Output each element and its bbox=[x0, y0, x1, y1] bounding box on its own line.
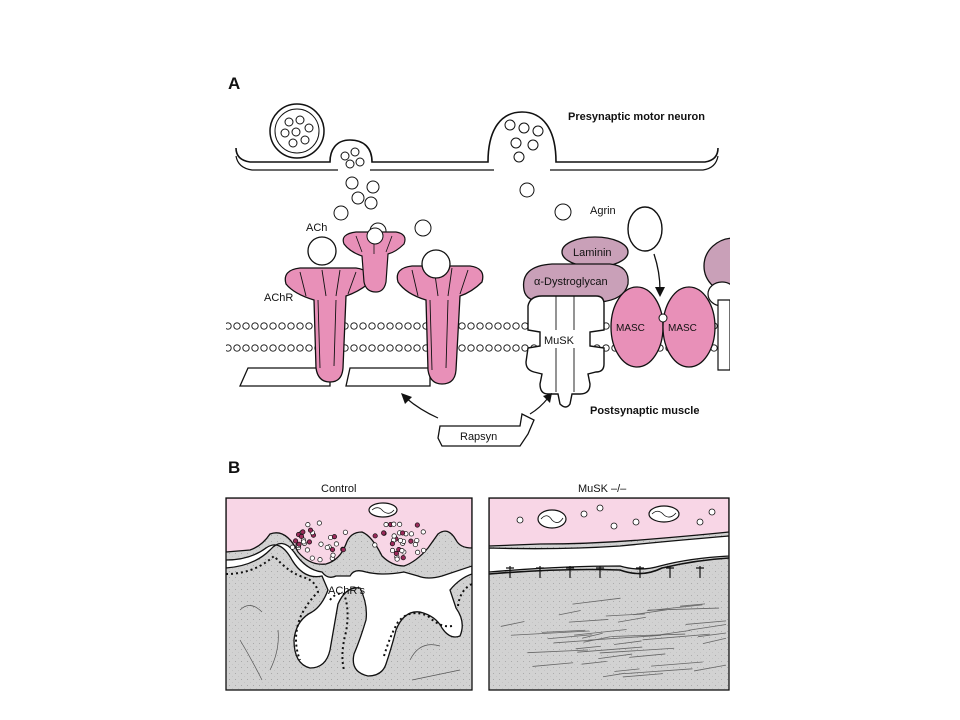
musk-label: MuSK bbox=[544, 335, 575, 347]
knockout-synaptic-cleft bbox=[489, 535, 729, 573]
masc-label-2: MASC bbox=[668, 323, 697, 334]
control-title: Control bbox=[321, 483, 356, 495]
rapsyn-label: Rapsyn bbox=[460, 431, 497, 443]
knockout-myofibrils bbox=[500, 597, 727, 678]
control-nerve-terminal bbox=[226, 498, 472, 567]
control-vesicle-cluster bbox=[289, 520, 427, 563]
rapsyn-arrow-left-head bbox=[401, 393, 412, 404]
knockout-mitochondrion-2 bbox=[648, 505, 680, 523]
panel-a-diagram: ACh AChR Agrin Laminin α-Dystroglycan Mu… bbox=[226, 103, 730, 447]
presynaptic-label: Presynaptic motor neuron bbox=[568, 111, 705, 123]
musk-knockout-panel bbox=[488, 497, 730, 691]
rapsyn-molecule bbox=[437, 413, 535, 447]
laminin-label: Laminin bbox=[573, 247, 612, 259]
control-muscle-texture bbox=[239, 605, 461, 681]
achr-receptor-1 bbox=[284, 236, 370, 383]
presynaptic-membrane bbox=[235, 111, 719, 163]
knockout-mitochondrion-1 bbox=[537, 509, 567, 529]
knockout-postsynaptic-membrane bbox=[489, 557, 729, 575]
achrs-label: AChR's bbox=[328, 585, 365, 597]
ach-label: ACh bbox=[306, 222, 327, 234]
panel-b-letter: B bbox=[228, 458, 240, 477]
rapsyn-arrow-right bbox=[529, 397, 549, 415]
achr-receptor-3 bbox=[396, 249, 484, 385]
fusing-vesicle-ach bbox=[340, 119, 544, 169]
control-panel: AChR's bbox=[225, 497, 473, 691]
control-postsynaptic-folds bbox=[226, 554, 472, 671]
knockout-vesicles bbox=[516, 504, 716, 530]
agrin-molecule bbox=[627, 206, 663, 252]
masc-molecule-2 bbox=[662, 286, 716, 368]
agrin-arrow bbox=[653, 253, 661, 291]
agrin-label: Agrin bbox=[590, 205, 616, 217]
rapsyn-arrow-left bbox=[405, 397, 439, 419]
control-synaptic-cleft bbox=[226, 542, 472, 677]
masc-link bbox=[658, 313, 668, 323]
dystroglycan-label: α-Dystroglycan bbox=[534, 276, 608, 288]
control-mitochondrion bbox=[368, 502, 398, 518]
postsynaptic-label: Postsynaptic muscle bbox=[590, 405, 699, 417]
achr-label: AChR bbox=[264, 292, 293, 304]
edge-molecule-cluster bbox=[703, 237, 730, 371]
musk-knockout-title: MuSK –/– bbox=[578, 483, 627, 495]
presynaptic-membrane-inner bbox=[235, 155, 719, 171]
agrin-arrowhead bbox=[655, 287, 665, 297]
musk-receptor bbox=[525, 295, 605, 408]
rapsyn-arrow-right-head bbox=[543, 393, 552, 403]
synaptic-vesicle bbox=[269, 103, 325, 159]
achr-receptor-2 bbox=[342, 227, 406, 293]
rapsyn-platform-right bbox=[345, 367, 431, 387]
masc-label-1: MASC bbox=[616, 323, 645, 334]
panel-a-letter: A bbox=[228, 74, 240, 93]
knockout-achr-marks bbox=[506, 566, 704, 578]
